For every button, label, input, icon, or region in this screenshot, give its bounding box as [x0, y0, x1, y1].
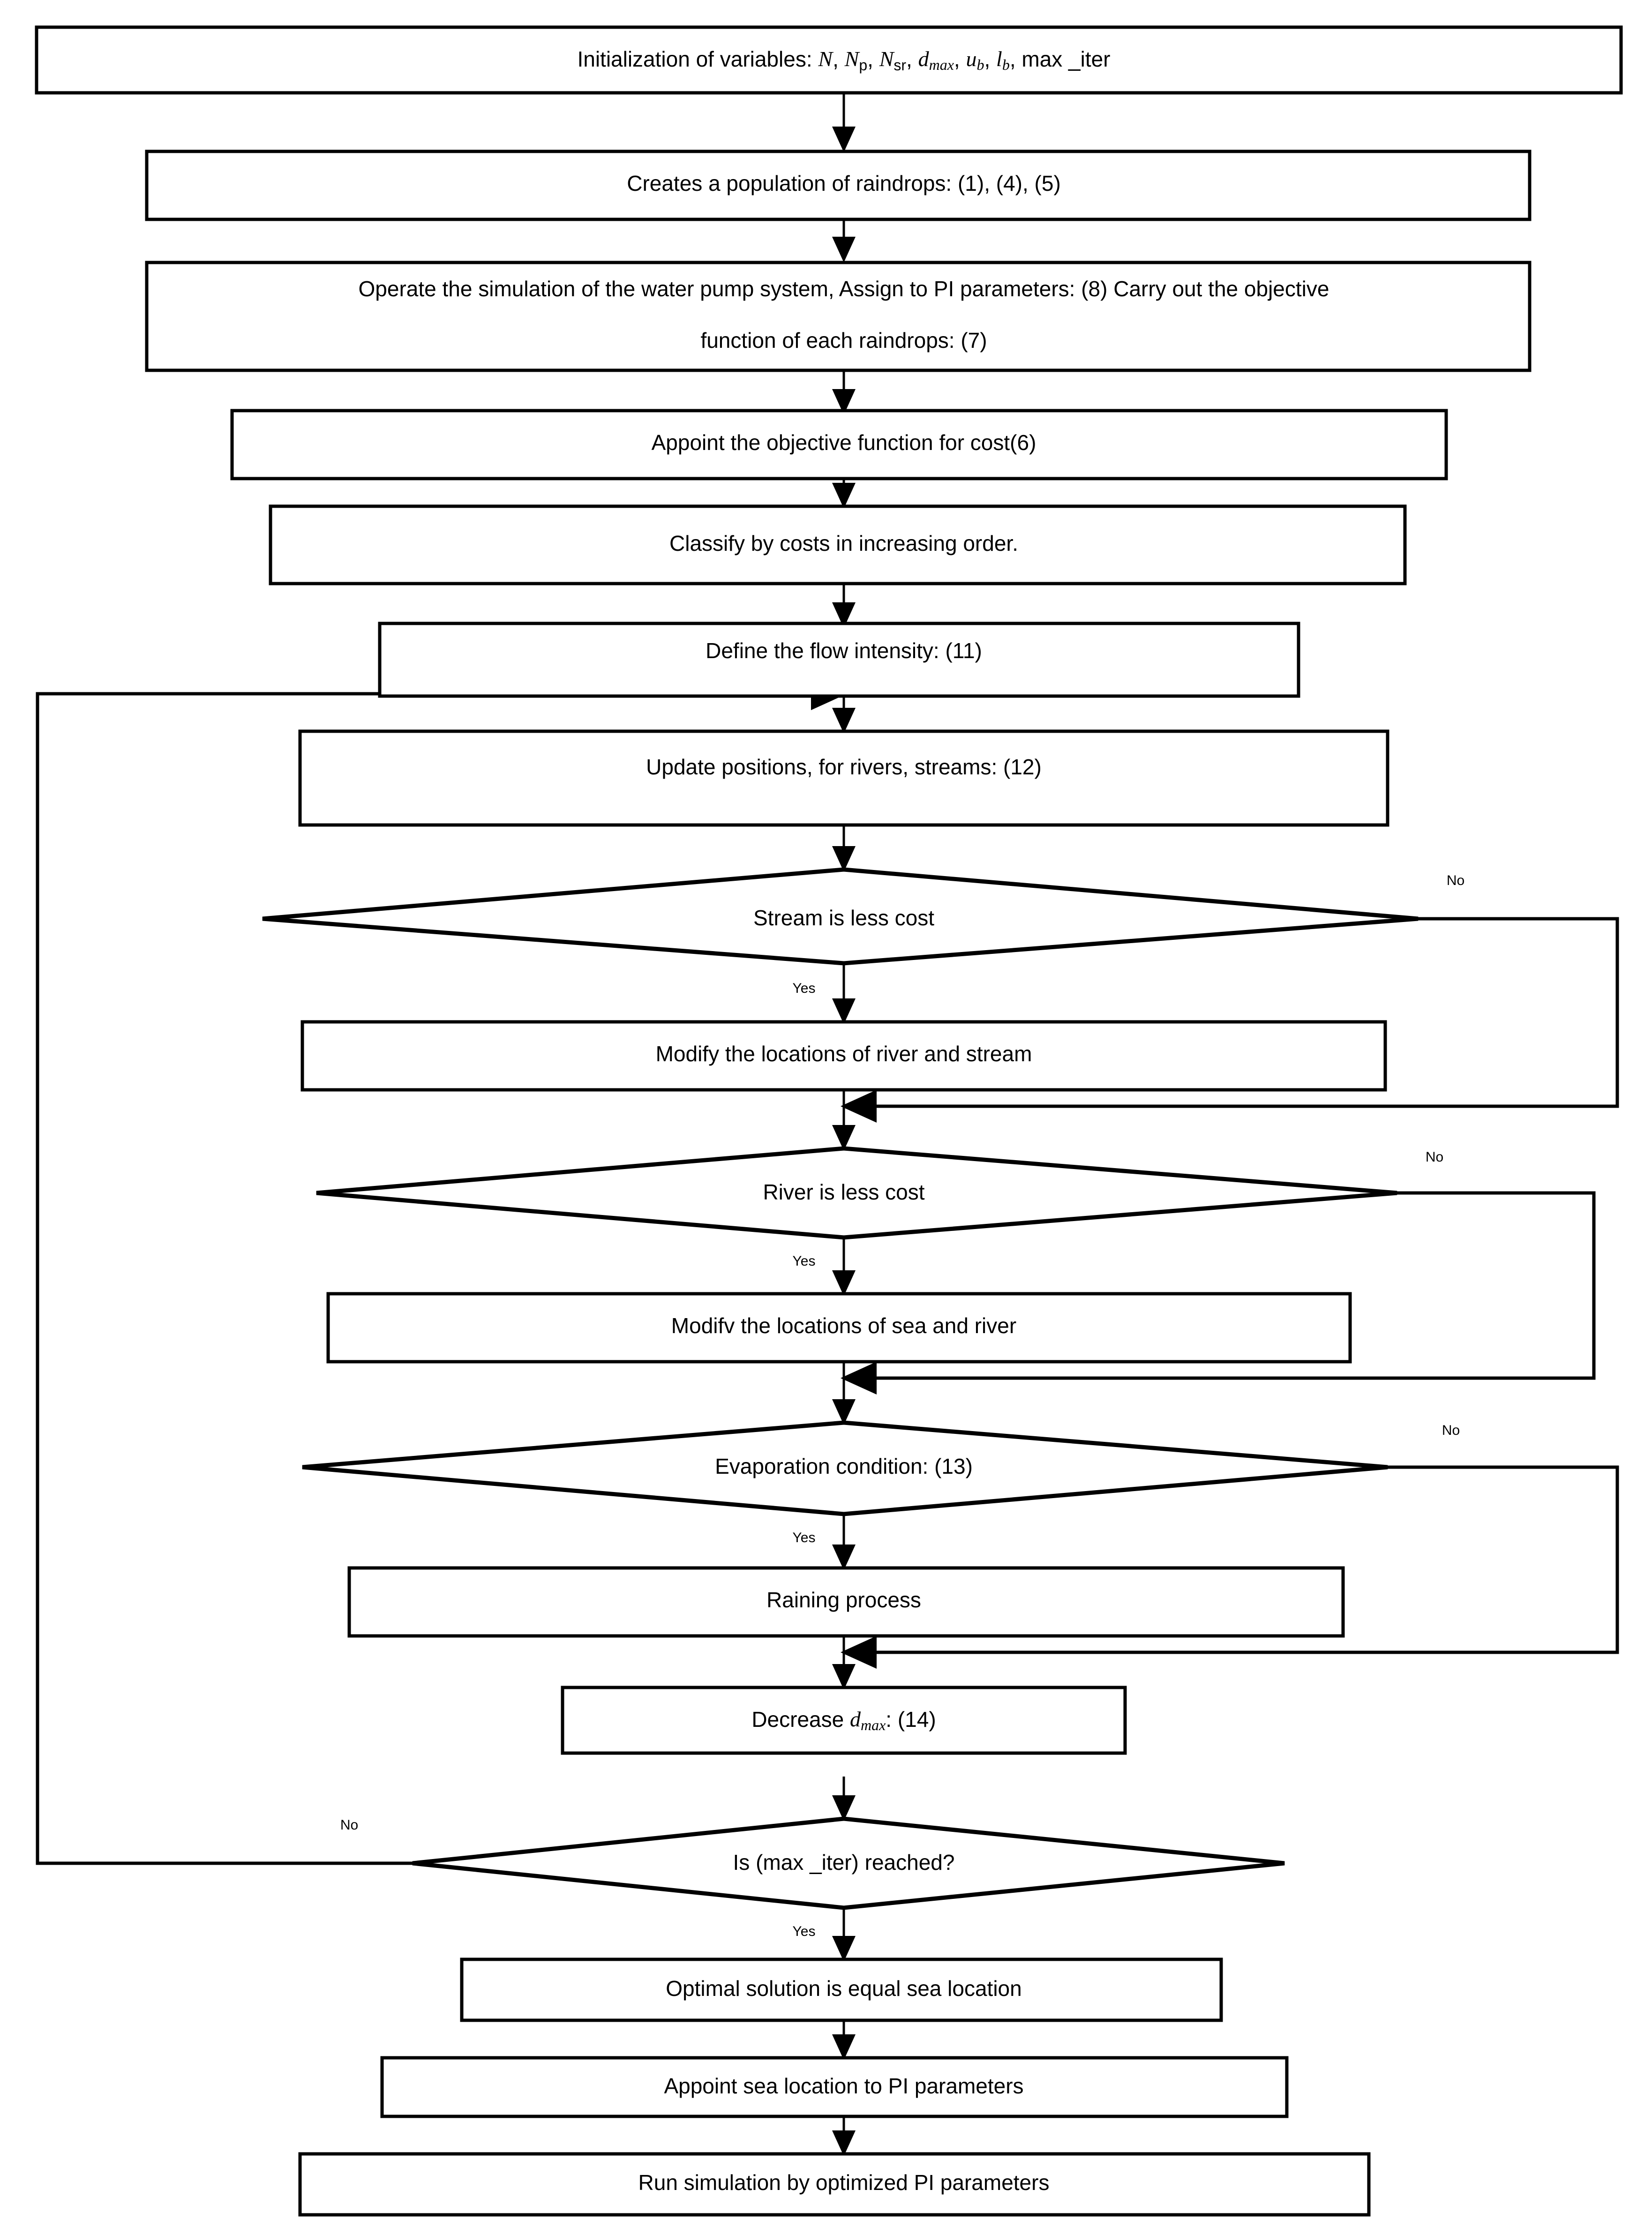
node-appoint-sea-location[interactable]: Appoint sea location to PI parameters [380, 2056, 1289, 2118]
node-river-less-cost-label: River is less cost [763, 1180, 924, 1204]
node-evaporation-condition[interactable]: Evaporation condition: (13) [302, 1420, 1388, 1516]
node-update-positions[interactable]: Update positions, for rivers, streams: (… [298, 729, 1389, 827]
node-max-iter-reached[interactable]: Is (max _iter) reached? [412, 1816, 1285, 1910]
edge-river-no [841, 1191, 1596, 1395]
node-update-positions-label: Update positions, for rivers, streams: (… [646, 755, 1042, 779]
node-modify-sea-river-shape [326, 1292, 1352, 1364]
node-max-iter-reached-shape [412, 1816, 1285, 1910]
node-classify-costs-shape [269, 504, 1407, 585]
node-evaporation-condition-label: Evaporation condition: (13) [715, 1454, 973, 1478]
node-operate-simulation-label-line2: function of each raindrops: (7) [700, 328, 987, 352]
node-appoint-sea-location-label: Appoint sea location to PI parameters [664, 2074, 1023, 2098]
node-operate-simulation-shape [145, 261, 1532, 372]
edge-label-maxiter-yes: Yes [793, 1924, 816, 1939]
node-initialization[interactable]: Initialization of variables: N, Np, Nsr,… [35, 25, 1623, 95]
node-modify-river-stream-label: Modify the locations of river and stream [656, 1042, 1032, 1066]
node-raining-process[interactable]: Raining process [347, 1566, 1345, 1638]
edge-label-evaporation-no: No [1442, 1423, 1460, 1438]
node-run-simulation-shape [298, 2152, 1371, 2217]
node-modify-sea-river-label: Modifv the locations of sea and river [671, 1313, 1016, 1338]
node-create-population[interactable]: Creates a population of raindrops: (1), … [145, 150, 1532, 221]
node-operate-simulation[interactable]: Operate the simulation of the water pump… [145, 261, 1532, 372]
node-create-population-shape [145, 150, 1532, 221]
node-appoint-objective-label: Appoint the objective function for cost(… [652, 430, 1036, 455]
node-modify-river-stream-shape [300, 1020, 1387, 1092]
node-create-population-label: Creates a population of raindrops: (1), … [627, 171, 1061, 195]
node-operate-simulation-label-line1: Operate the simulation of the water pump… [359, 277, 1329, 301]
node-run-simulation[interactable]: Run simulation by optimized PI parameter… [298, 2152, 1371, 2217]
node-update-positions-shape [298, 729, 1389, 827]
node-modify-sea-river[interactable]: Modifv the locations of sea and river [326, 1292, 1352, 1364]
node-modify-river-stream[interactable]: Modify the locations of river and stream [300, 1020, 1387, 1092]
node-decrease-dmax-label: Decrease dmax: (14) [751, 1707, 936, 1734]
node-raining-process-shape [347, 1566, 1345, 1638]
node-classify-costs[interactable]: Classify by costs in increasing order. [269, 504, 1407, 585]
node-define-flow-intensity[interactable]: Define the flow intensity: (11) [378, 622, 1300, 698]
edge-label-stream-no: No [1447, 873, 1464, 888]
node-decrease-dmax-shape [561, 1686, 1127, 1755]
node-appoint-objective-shape [230, 409, 1448, 480]
node-max-iter-reached-label: Is (max _iter) reached? [733, 1850, 955, 1875]
node-optimal-solution-shape [460, 1957, 1223, 2022]
node-river-less-cost-shape [316, 1146, 1397, 1240]
edge-label-river-yes: Yes [793, 1253, 816, 1269]
node-raining-process-label: Raining process [766, 1588, 921, 1612]
edge-stream-no [841, 917, 1619, 1123]
node-optimal-solution-label: Optimal solution is equal sea location [666, 1976, 1021, 2001]
node-classify-costs-label: Classify by costs in increasing order. [669, 531, 1018, 555]
edge-evap-no [841, 1465, 1619, 1669]
node-initialization-label: Initialization of variables: N, Np, Nsr,… [577, 47, 1110, 74]
node-stream-less-cost[interactable]: Stream is less cost [262, 867, 1419, 966]
node-appoint-objective[interactable]: Appoint the objective function for cost(… [230, 409, 1448, 480]
node-decrease-dmax[interactable]: Decrease dmax: (14) [561, 1686, 1127, 1755]
node-appoint-sea-location-shape [380, 2056, 1289, 2118]
edge-label-evaporation-yes: Yes [793, 1530, 816, 1545]
edge-label-stream-yes: Yes [793, 981, 816, 996]
node-stream-less-cost-shape [262, 867, 1419, 966]
node-river-less-cost[interactable]: River is less cost [316, 1146, 1397, 1240]
edge-label-maxiter-no: No [340, 1817, 358, 1833]
node-stream-less-cost-label: Stream is less cost [753, 906, 934, 930]
edge-label-river-no: No [1426, 1149, 1443, 1165]
node-evaporation-condition-shape [302, 1420, 1388, 1516]
node-run-simulation-label: Run simulation by optimized PI parameter… [638, 2170, 1050, 2195]
node-optimal-solution[interactable]: Optimal solution is equal sea location [460, 1957, 1223, 2022]
node-define-flow-intensity-label: Define the flow intensity: (11) [706, 638, 982, 663]
node-initialization-shape [35, 25, 1623, 95]
node-define-flow-intensity-shape [378, 622, 1300, 698]
